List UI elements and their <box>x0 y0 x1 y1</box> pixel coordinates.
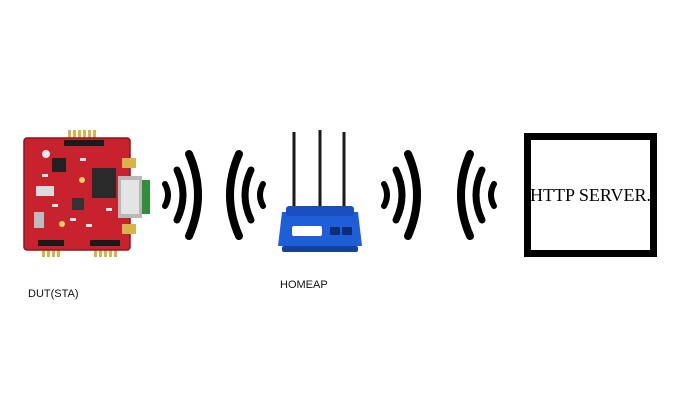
http-server-label: HTTP SERVER. <box>530 184 651 205</box>
wireless-waves-icon <box>381 150 497 240</box>
homeap-label: HOMEAP <box>280 279 328 291</box>
wifi-router-icon <box>278 130 362 252</box>
dev-board-icon <box>23 130 150 257</box>
dut-board <box>22 128 152 260</box>
dut-label: DUT(STA) <box>28 288 79 300</box>
wireless-waves-icon <box>162 150 266 240</box>
http-server-box: HTTP SERVER. <box>524 133 657 257</box>
homeap-router <box>276 126 364 258</box>
